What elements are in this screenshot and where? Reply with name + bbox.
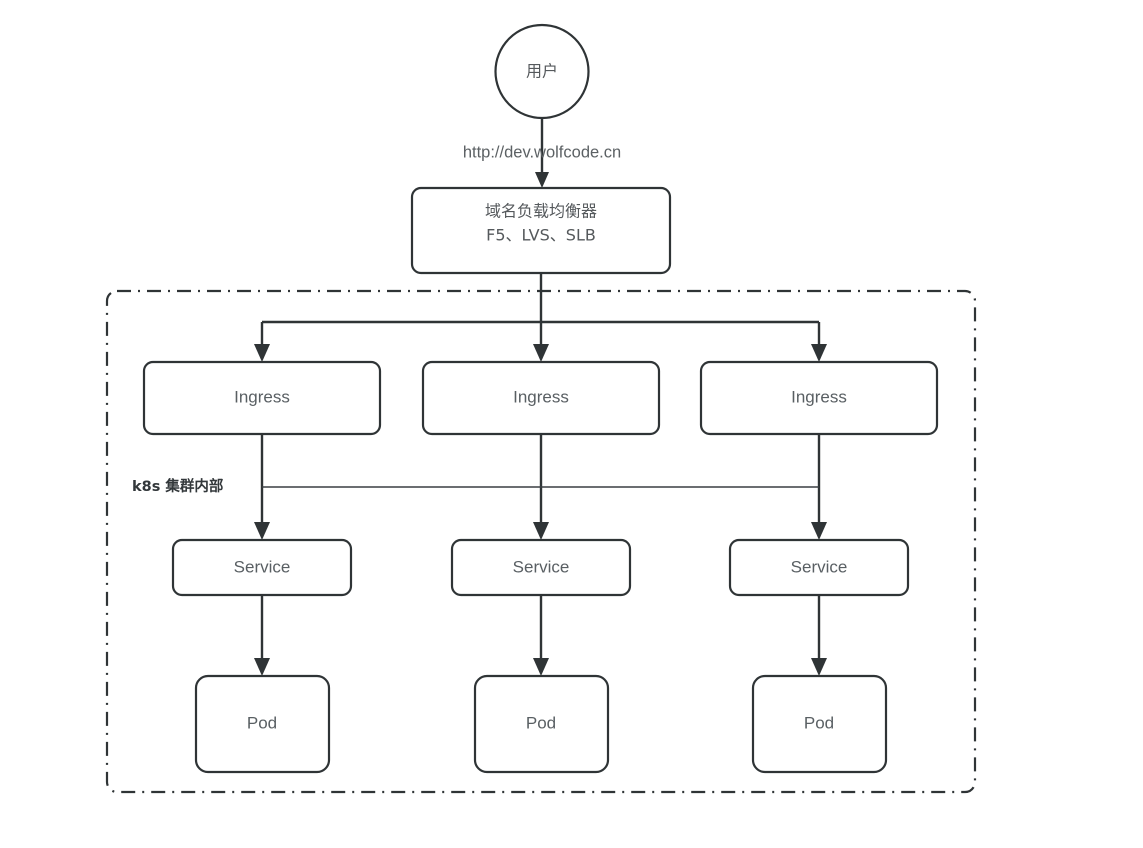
arrowhead-lb-to-ingress-1 <box>254 344 270 362</box>
user-node-label: 用户 <box>526 62 558 81</box>
arrowhead-service-to-pod-3 <box>811 658 827 676</box>
arrowhead-user-to-loadbalancer <box>535 172 549 188</box>
edge-label-url: http://dev.wolfcode.cn <box>463 143 621 161</box>
load-balancer-label-line1: 域名负载均衡器 <box>485 202 597 221</box>
arrowhead-ingress-to-service-2 <box>533 522 549 540</box>
pod-node-3[interactable] <box>751 674 888 774</box>
arrowhead-lb-to-ingress-3 <box>811 344 827 362</box>
arrowhead-ingress-to-service-1 <box>254 522 270 540</box>
arrowhead-ingress-to-service-3 <box>811 522 827 540</box>
pod-node-1-label: Pod <box>247 713 277 732</box>
pod-node-1[interactable] <box>194 674 331 774</box>
arrowhead-service-to-pod-2 <box>533 658 549 676</box>
ingress-node-2-label: Ingress <box>513 387 569 406</box>
ingress-node-1-label: Ingress <box>234 387 290 406</box>
arrowhead-service-to-pod-1 <box>254 658 270 676</box>
ingress-node-3-label: Ingress <box>791 387 847 406</box>
load-balancer-label-line2: F5、LVS、SLB <box>486 226 596 245</box>
pod-node-2[interactable] <box>473 674 610 774</box>
arrowhead-lb-to-ingress-2 <box>533 344 549 362</box>
pod-node-2-label: Pod <box>526 713 556 732</box>
pod-node-3-label: Pod <box>804 713 834 732</box>
k8s-cluster-label: k8s 集群内部 <box>132 477 224 495</box>
service-node-1-label: Service <box>234 557 291 576</box>
service-node-3-label: Service <box>791 557 848 576</box>
service-node-2-label: Service <box>513 557 570 576</box>
